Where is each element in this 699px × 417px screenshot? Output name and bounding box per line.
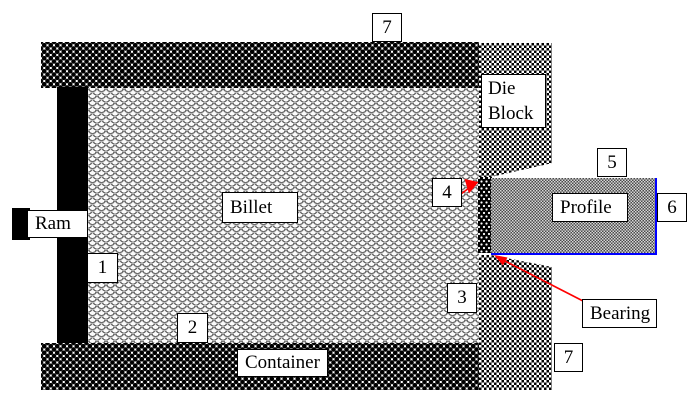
label-7-bottom: 7 — [554, 343, 583, 372]
label-4: 4 — [432, 178, 462, 207]
label-5-text: 5 — [607, 151, 617, 173]
label-die-block: Die Block — [481, 74, 546, 128]
billet-text: Billet — [230, 196, 273, 218]
label-2-text: 2 — [187, 317, 198, 339]
die-block-text-line1: Die — [488, 78, 516, 99]
label-profile: Profile — [552, 193, 628, 222]
label-bearing: Bearing — [582, 299, 657, 328]
label-5: 5 — [597, 148, 627, 177]
profile-text: Profile — [560, 196, 612, 218]
label-3: 3 — [447, 283, 477, 313]
container-text: Container — [245, 352, 320, 374]
die-block-text-line2: Block — [488, 103, 534, 124]
label-2: 2 — [177, 313, 208, 343]
label-4-text: 4 — [442, 181, 452, 203]
label-6-text: 6 — [667, 196, 677, 218]
ram-stem — [12, 208, 30, 240]
label-1: 1 — [87, 253, 118, 283]
container-top-wall — [41, 42, 479, 88]
label-3-text: 3 — [457, 287, 467, 309]
label-ram: Ram — [27, 210, 88, 238]
die-bearing-bar — [478, 177, 492, 253]
label-1-text: 1 — [97, 257, 108, 279]
bearing-text: Bearing — [590, 302, 651, 324]
label-billet: Billet — [222, 192, 298, 223]
ram-text: Ram — [35, 213, 71, 235]
label-7-top: 7 — [372, 13, 402, 42]
label-6: 6 — [657, 193, 687, 222]
die-block-lower — [479, 255, 552, 390]
label-container: Container — [237, 349, 328, 377]
label-7-top-text: 7 — [382, 16, 392, 38]
label-7-bottom-text: 7 — [563, 346, 574, 368]
